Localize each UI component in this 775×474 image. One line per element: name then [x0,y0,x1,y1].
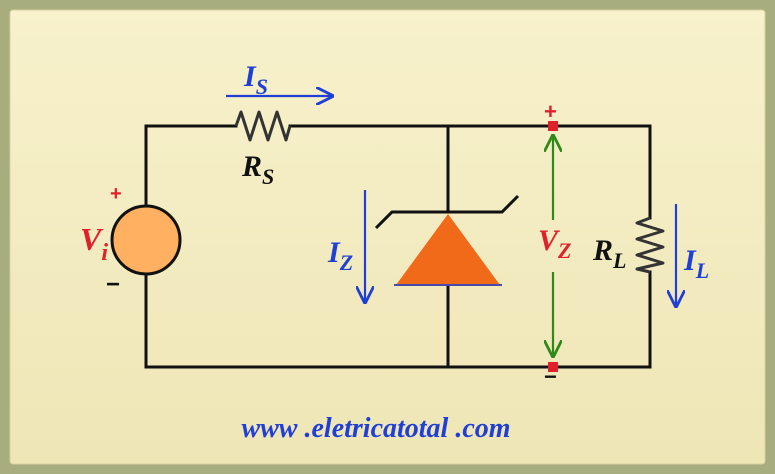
zener-cathode-bar [374,194,520,230]
load-resistor [635,216,665,274]
node-terminal-bottom [548,362,558,372]
source-voltage-label: Vi [80,221,108,266]
zener-triangle [396,214,500,285]
node-plus-sign: + [544,99,557,124]
series-current-label: IS [243,60,268,99]
voltage-source [110,204,182,276]
source-plus-sign: + [110,183,122,205]
diagram-panel [9,9,766,465]
series-resistor-label: RS [241,150,274,189]
node-minus-sign: − [544,364,557,389]
source-minus-sign: − [106,271,120,298]
zener-voltage-label: VZ [538,224,571,263]
series-resistor [234,110,292,142]
zener-diode [374,194,520,286]
node-terminal-top [548,121,558,131]
zener-current-label: IZ [327,236,353,275]
load-current-label: IL [683,244,709,283]
load-resistor-label: RL [592,234,626,273]
circuit-wires [144,124,652,369]
watermark-text: www .eletricatotal .com [241,413,510,444]
